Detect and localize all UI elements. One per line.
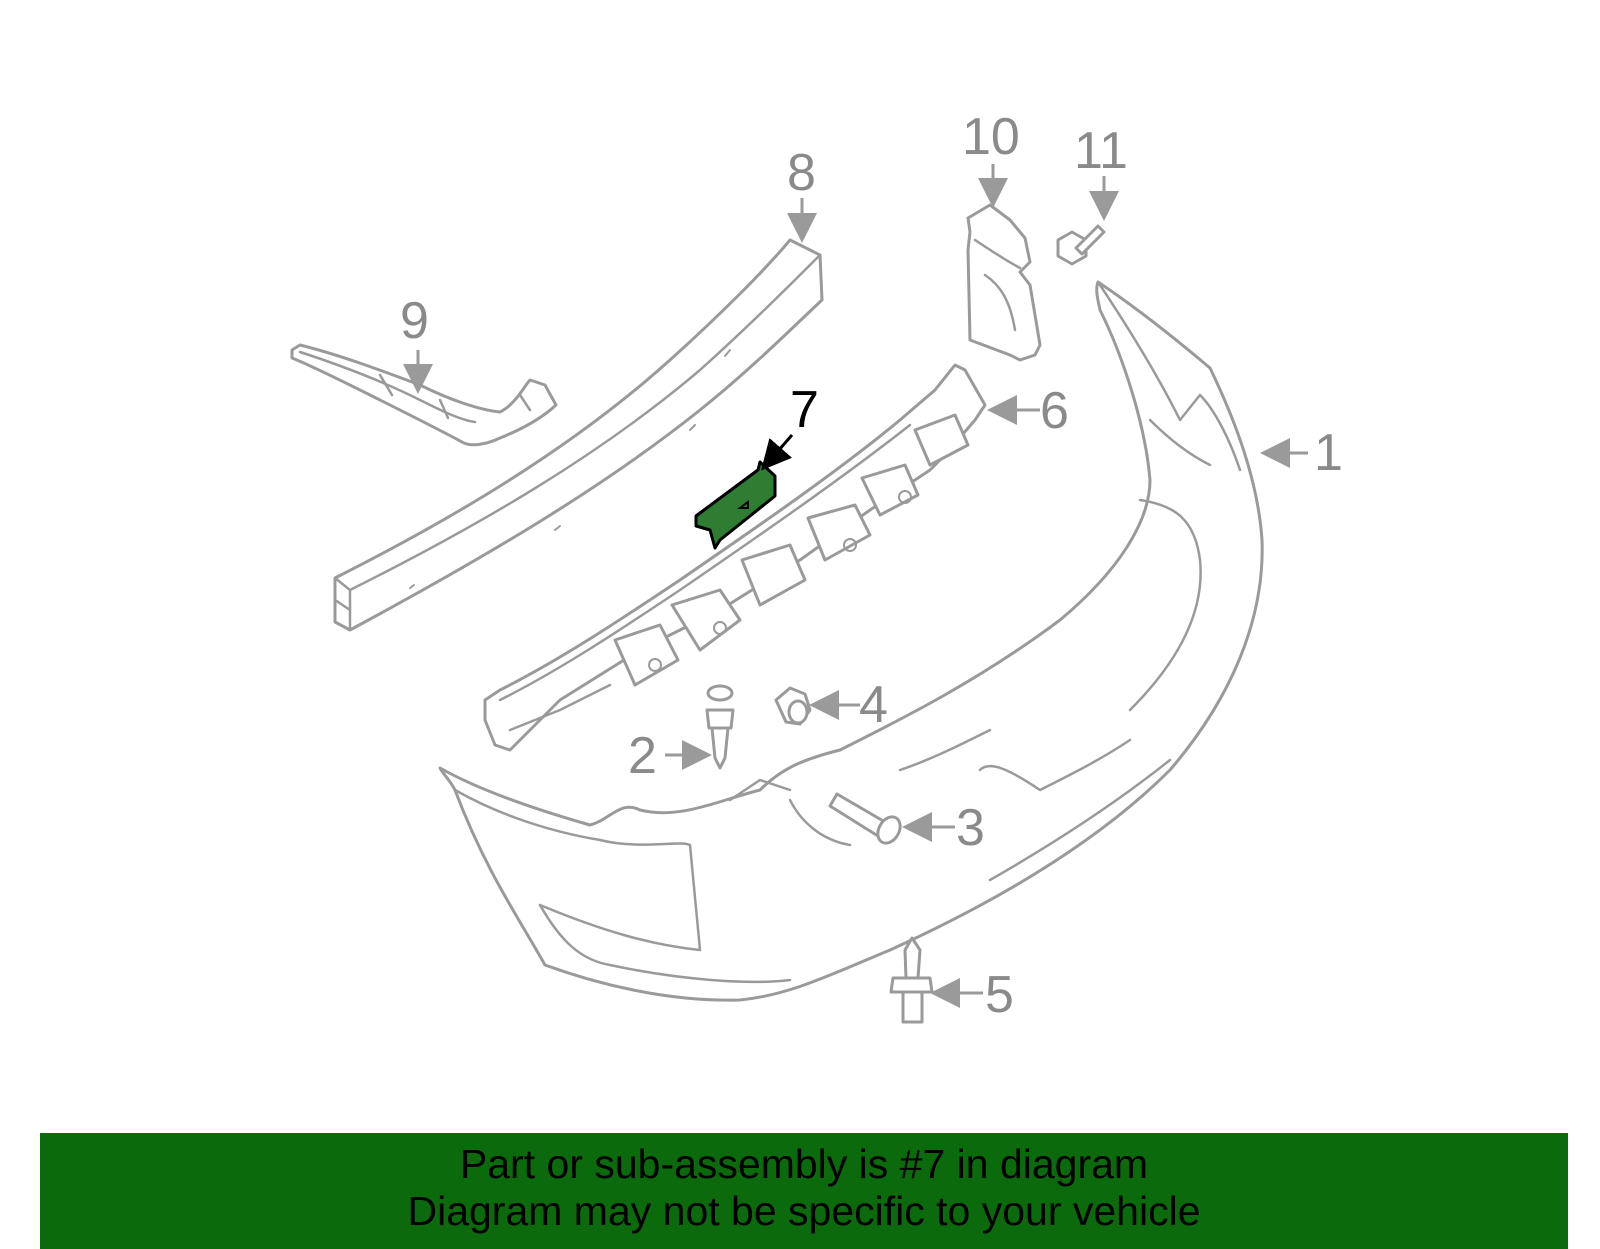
part-8-reinforcement-beam[interactable] bbox=[333, 238, 824, 632]
part-1-bumper-cover[interactable] bbox=[438, 280, 1264, 1002]
callout-3: 3 bbox=[956, 799, 985, 857]
callout-10: 10 bbox=[962, 108, 1020, 166]
callout-2: 2 bbox=[628, 727, 657, 785]
callout-9: 9 bbox=[400, 292, 429, 350]
part-11-bolt[interactable] bbox=[1056, 224, 1106, 266]
part-3-pin[interactable] bbox=[828, 792, 905, 847]
callout-1: 1 bbox=[1314, 424, 1343, 482]
banner-line-1: Part or sub-assembly is #7 in diagram bbox=[459, 1141, 1149, 1187]
callout-6: 6 bbox=[1040, 382, 1069, 440]
callout-7: 7 bbox=[790, 381, 819, 439]
callout-8: 8 bbox=[787, 144, 816, 202]
callout-4: 4 bbox=[859, 676, 888, 734]
part-10-side-bracket[interactable] bbox=[966, 203, 1042, 362]
callout-5: 5 bbox=[985, 966, 1014, 1024]
part-2-push-pin[interactable] bbox=[705, 684, 735, 770]
leader-7 bbox=[761, 434, 794, 471]
part-6-energy-absorber[interactable] bbox=[483, 363, 987, 752]
part-5-clip[interactable] bbox=[889, 936, 934, 1024]
info-banner: Part or sub-assembly is #7 in diagram Di… bbox=[40, 1133, 1568, 1249]
part-4-nut[interactable] bbox=[774, 686, 812, 726]
part-9-bracket[interactable] bbox=[290, 343, 558, 447]
banner-line-2: Diagram may not be specific to your vehi… bbox=[407, 1188, 1201, 1234]
callout-11: 11 bbox=[1074, 122, 1128, 180]
